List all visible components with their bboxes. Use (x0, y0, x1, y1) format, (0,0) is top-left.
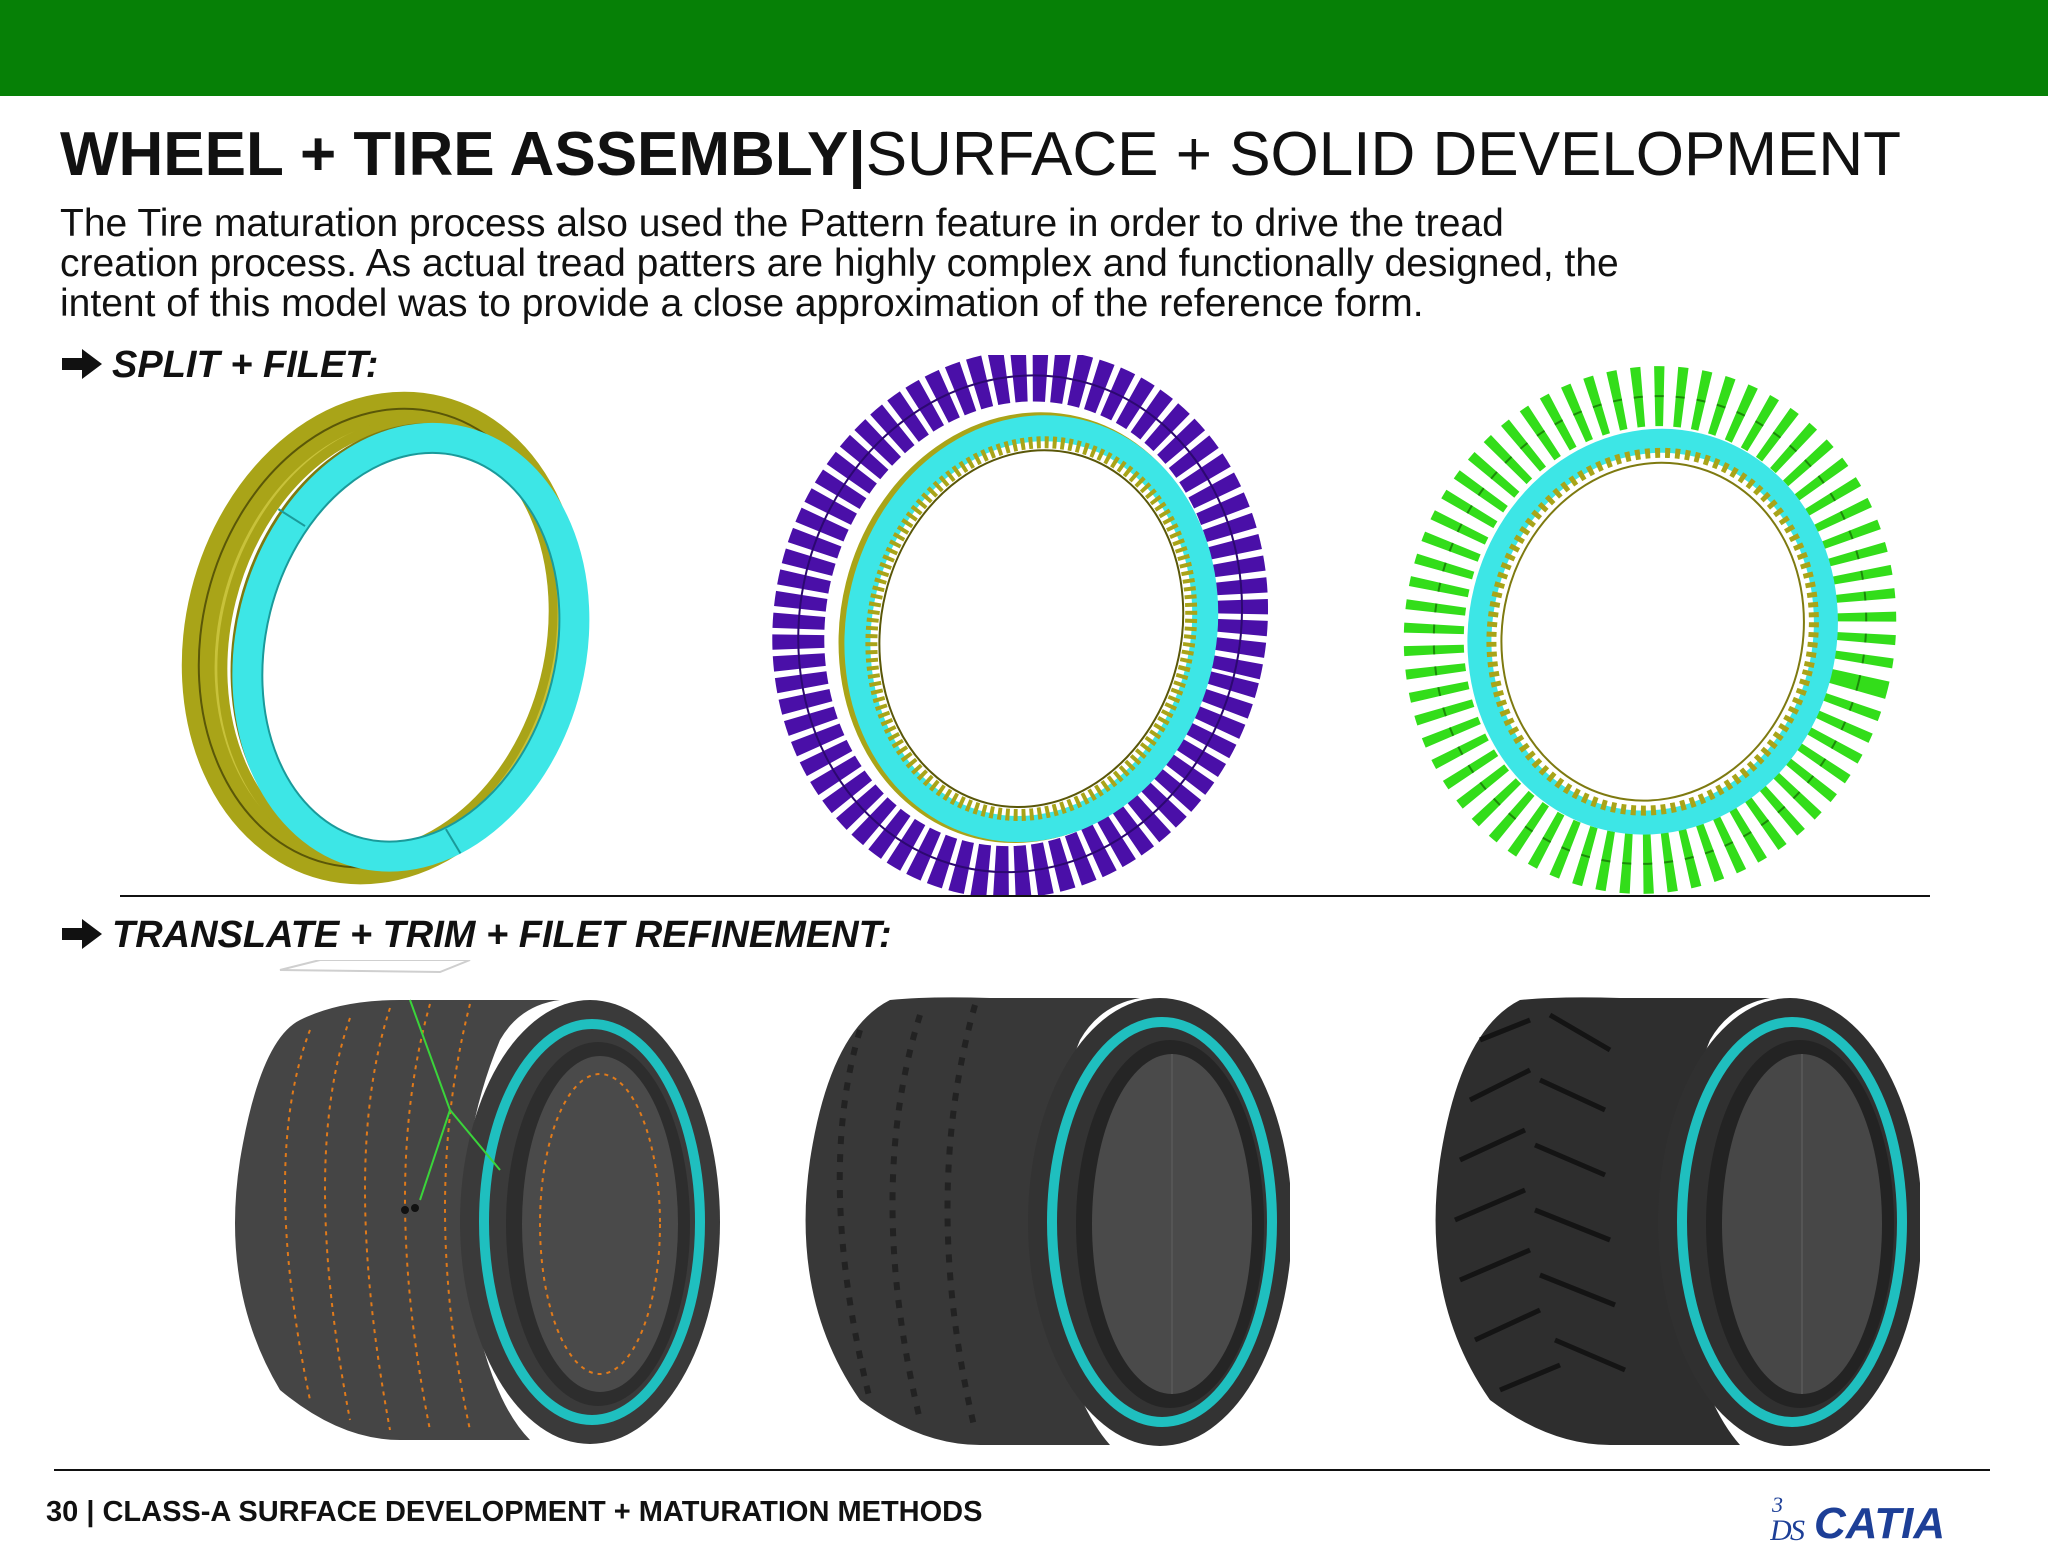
section-label: SPLIT + FILET: (112, 344, 379, 386)
intro-line: intent of this model was to provide a cl… (60, 282, 1424, 325)
header-bar (0, 0, 2048, 96)
section-heading-translate-trim: TRANSLATE + TRIM + FILET REFINEMENT: (60, 914, 892, 957)
section-heading-split-filet: SPLIT + FILET: (60, 344, 378, 387)
catia-logo-icon: 3 D S CATIA (1770, 1492, 1945, 1546)
title-light: SURFACE + SOLID DEVELOPMENT (865, 120, 1902, 189)
tire-tread-blocks-image (1403, 366, 1897, 894)
arrow-right-icon (62, 349, 102, 379)
tire-rendered-tread-image (805, 997, 1290, 1446)
intro-paragraph: The Tire maturation process also used th… (60, 204, 1760, 324)
intro-line: creation process. As actual tread patter… (60, 242, 1619, 285)
footer-text: 30 | CLASS-A SURFACE DEVELOPMENT + MATUR… (46, 1496, 983, 1528)
footer-divider (54, 1469, 1990, 1471)
tire-tread-pattern-image (772, 355, 1269, 895)
catia-wordmark: CATIA (1814, 1499, 1945, 1546)
arrow-right-icon (62, 919, 102, 949)
tire-wireframe-image (235, 960, 720, 1444)
svg-text:3: 3 (1771, 1492, 1783, 1517)
title-bold: WHEEL + TIRE ASSEMBLY| (60, 120, 866, 189)
svg-text:S: S (1790, 1514, 1805, 1546)
section-label: TRANSLATE + TRIM + FILET REFINEMENT: (112, 914, 892, 956)
tire-split-model-image (181, 391, 590, 885)
tire-final-render-image (1435, 997, 1920, 1446)
intro-line: The Tire maturation process also used th… (60, 202, 1504, 245)
svg-text:D: D (1770, 1514, 1792, 1546)
section-divider (120, 895, 1930, 897)
page-title: WHEEL + TIRE ASSEMBLY|SURFACE + SOLID DE… (60, 118, 1901, 192)
